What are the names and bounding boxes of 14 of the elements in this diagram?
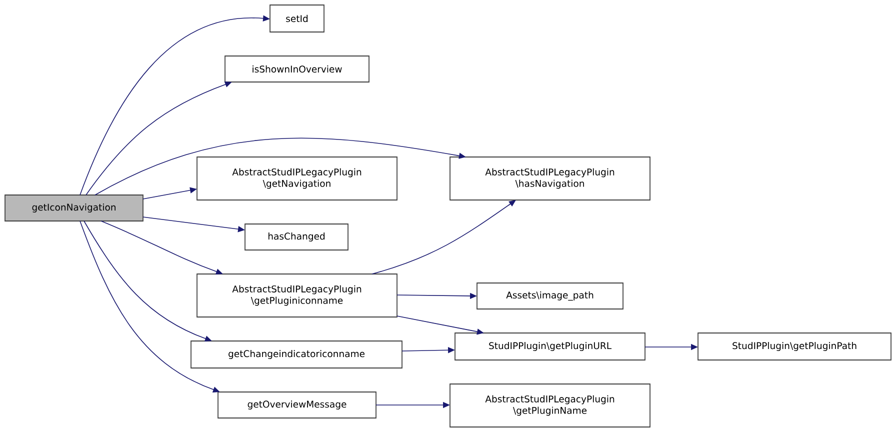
function-box: AbstractStudIPLegacyPlugin \getPluginiconname — [196, 274, 398, 318]
function-box: getOverviewMessage — [218, 392, 376, 418]
function-box: AbstractStudIPLegacyPlugin \getNavigation — [196, 156, 398, 200]
function-box: getIconNavigation — [4, 194, 144, 222]
function-box: isShownInOverview — [224, 56, 370, 82]
function-box: AbstractStudIPLegacyPlugin \hasNavigation — [450, 156, 650, 200]
function-box: StudIPPlugin\getPluginPath — [698, 332, 892, 360]
function-box: AbstractStudIPLegacyPlugin \getPluginName — [450, 384, 650, 428]
function-box: Assets\image_path — [476, 282, 624, 310]
function-box: hasChanged — [244, 224, 348, 250]
function-box: StudIPPlugin\getPluginURL — [454, 332, 646, 360]
function-box: getChangeindicatoriconname — [190, 340, 402, 368]
arrow — [372, 200, 516, 274]
function-box: setId — [270, 4, 324, 32]
